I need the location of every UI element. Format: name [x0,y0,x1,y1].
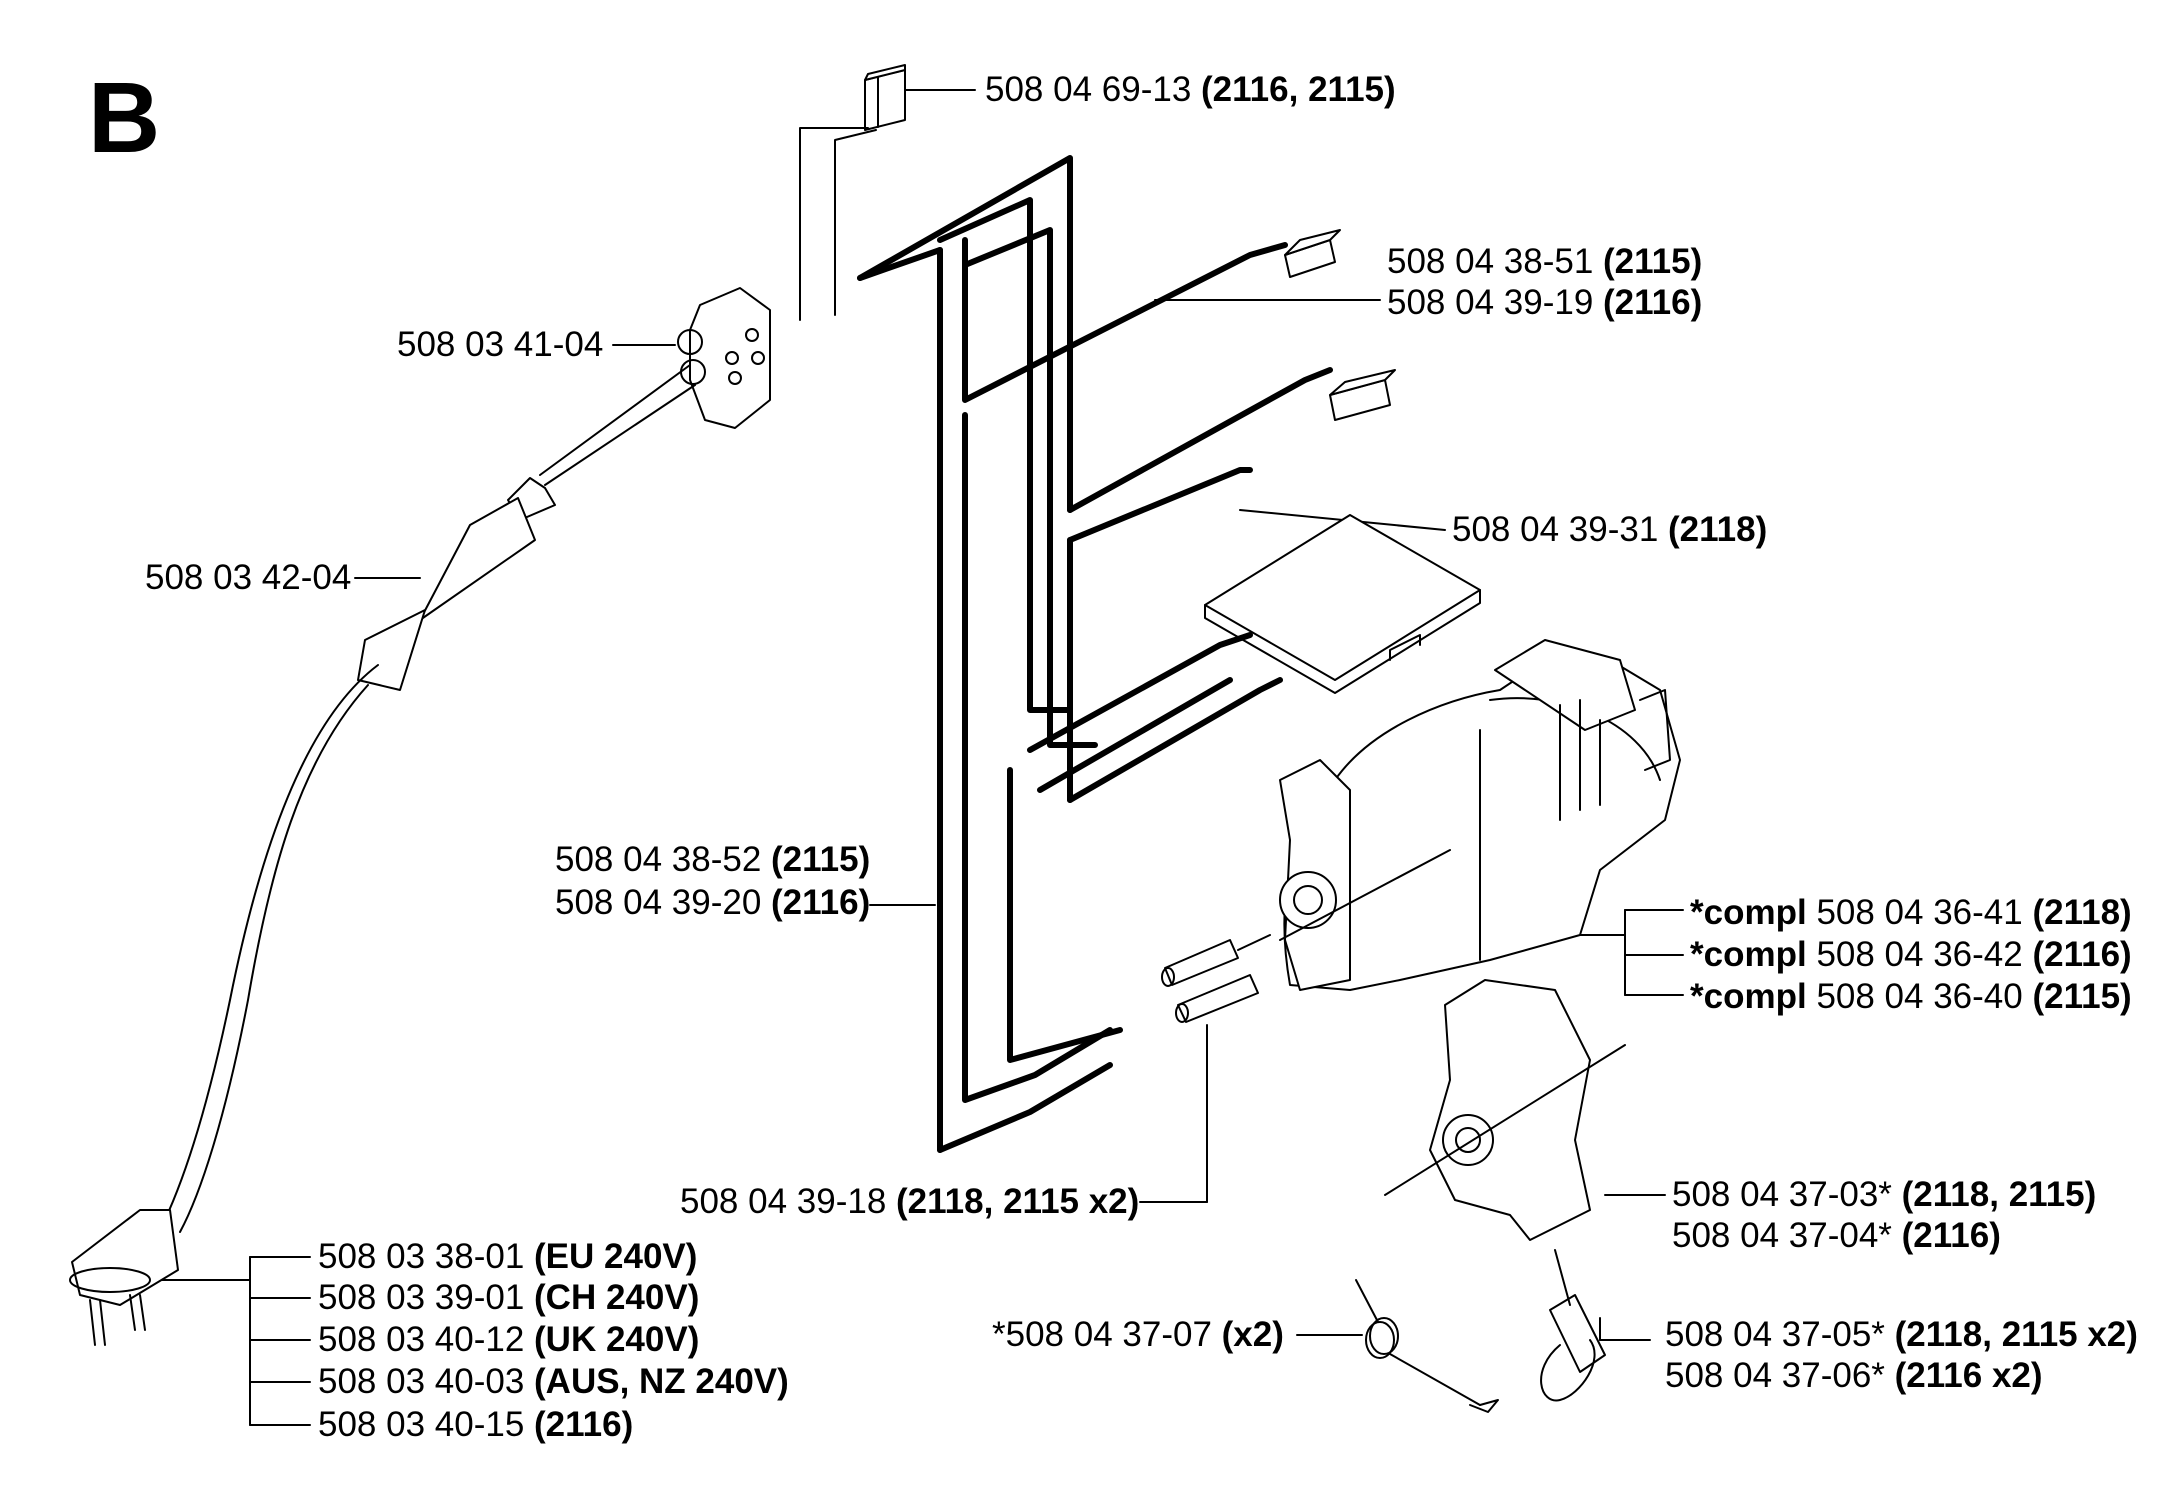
model-list: (2116) [1603,283,1703,322]
part-number: 508 03 38-01 [318,1237,525,1276]
power-cord [159,364,696,1233]
label-wire-a: 508 04 38-52 (2115) [555,840,870,880]
model-list: (AUS, NZ 240V) [534,1362,789,1401]
model-list: (2118, 2115 x2) [896,1182,1140,1221]
part-number: 508 04 37-03* [1672,1175,1892,1214]
label-brush-holder-a: 508 04 37-03* (2118, 2115) [1672,1175,2096,1215]
part-number: 508 04 36-41 [1816,893,2023,932]
model-list: (2116) [771,883,871,922]
label-plug-4: 508 03 40-03 (AUS, NZ 240V) [318,1362,789,1402]
part-number: 508 03 41-04 [397,325,604,364]
part-number: 508 04 69-13 [985,70,1192,109]
label-motor-2: *compl 508 04 36-42 (2116) [1690,935,2132,975]
plug [69,1209,179,1346]
wiring-harness [857,155,1333,1153]
label-sleeve: 508 04 39-18 (2118, 2115 x2) [680,1182,1139,1222]
sleeves [1161,934,1271,1023]
part-number: 508 04 39-31 [1452,510,1659,549]
carbon-brush [1540,1249,1606,1402]
part-number: 508 03 40-03 [318,1362,525,1401]
model-list: (2116) [534,1405,634,1444]
part-number: 508 04 36-40 [1816,977,2023,1016]
model-list: (2118, 2115) [1901,1175,2097,1214]
model-list: (CH 240V) [534,1278,700,1317]
leader-lines [154,89,1684,1426]
label-plug-a: 508 04 38-51 (2115) [1387,242,1702,282]
part-number: 508 04 37-05* [1665,1315,1885,1354]
label-plug-1: 508 03 38-01 (EU 240V) [318,1237,697,1277]
model-list: (2116) [2032,935,2132,974]
part-number: 508 04 37-04* [1672,1216,1892,1255]
model-list: (2115) [2032,977,2132,1016]
brush-holder [1384,979,1626,1241]
model-list: (2116 x2) [1894,1356,2043,1395]
switch [677,287,771,429]
part-number: 508 03 40-12 [318,1320,525,1359]
model-list: (x2) [1221,1315,1284,1354]
label-plug-5: 508 03 40-15 (2116) [318,1405,633,1445]
label-motor-3: *compl 508 04 36-40 (2115) [1690,977,2132,1017]
model-list: (2115) [1603,242,1703,281]
model-list: (UK 240V) [534,1320,700,1359]
label-board: 508 04 39-31 (2118) [1452,510,1767,550]
label-brush-b: 508 04 37-06* (2116 x2) [1665,1356,2043,1396]
prefix: *compl [1690,977,1807,1016]
label-connector-top: 508 04 69-13 (2116, 2115) [985,70,1396,110]
part-number: 508 04 38-51 [1387,242,1594,281]
label-brush-a: 508 04 37-05* (2118, 2115 x2) [1665,1315,2138,1355]
model-list: (2116) [1901,1216,2001,1255]
label-spring: *508 04 37-07 (x2) [992,1315,1284,1355]
label-brush-holder-b: 508 04 37-04* (2116) [1672,1216,2001,1256]
top-connector [799,64,906,321]
prefix: *compl [1690,935,1807,974]
part-number: 508 04 38-52 [555,840,762,879]
model-list: (2118) [1668,510,1768,549]
section-letter: B [88,62,161,174]
part-number: 508 03 40-15 [318,1405,525,1444]
motor [1279,639,1681,991]
label-plug-3: 508 03 40-12 (UK 240V) [318,1320,699,1360]
label-wire-b: 508 04 39-20 (2116) [555,883,870,923]
model-list: (EU 240V) [534,1237,698,1276]
prefix: *compl [1690,893,1807,932]
label-cord: 508 03 42-04 [145,558,351,598]
label-plug-b: 508 04 39-19 (2116) [1387,283,1702,323]
part-number: 508 03 39-01 [318,1278,525,1317]
plug-connectors [1284,229,1396,421]
label-switch: 508 03 41-04 [397,325,603,365]
model-list: (2115) [771,840,871,879]
label-plug-2: 508 03 39-01 (CH 240V) [318,1278,699,1318]
part-number: 508 04 37-06* [1665,1356,1885,1395]
circuit-board [1204,514,1481,694]
label-motor-1: *compl 508 04 36-41 (2118) [1690,893,2132,933]
spring [1355,1279,1499,1413]
part-number: 508 04 36-42 [1816,935,2023,974]
part-number: 508 04 39-18 [680,1182,887,1221]
model-list: (2118, 2115 x2) [1894,1315,2138,1354]
part-number: 508 04 39-20 [555,883,762,922]
part-number: 508 04 39-19 [1387,283,1594,322]
model-list: (2118) [2032,893,2132,932]
model-list: (2116, 2115) [1201,70,1396,109]
part-number: 508 03 42-04 [145,558,352,597]
part-number: *508 04 37-07 [992,1315,1212,1354]
